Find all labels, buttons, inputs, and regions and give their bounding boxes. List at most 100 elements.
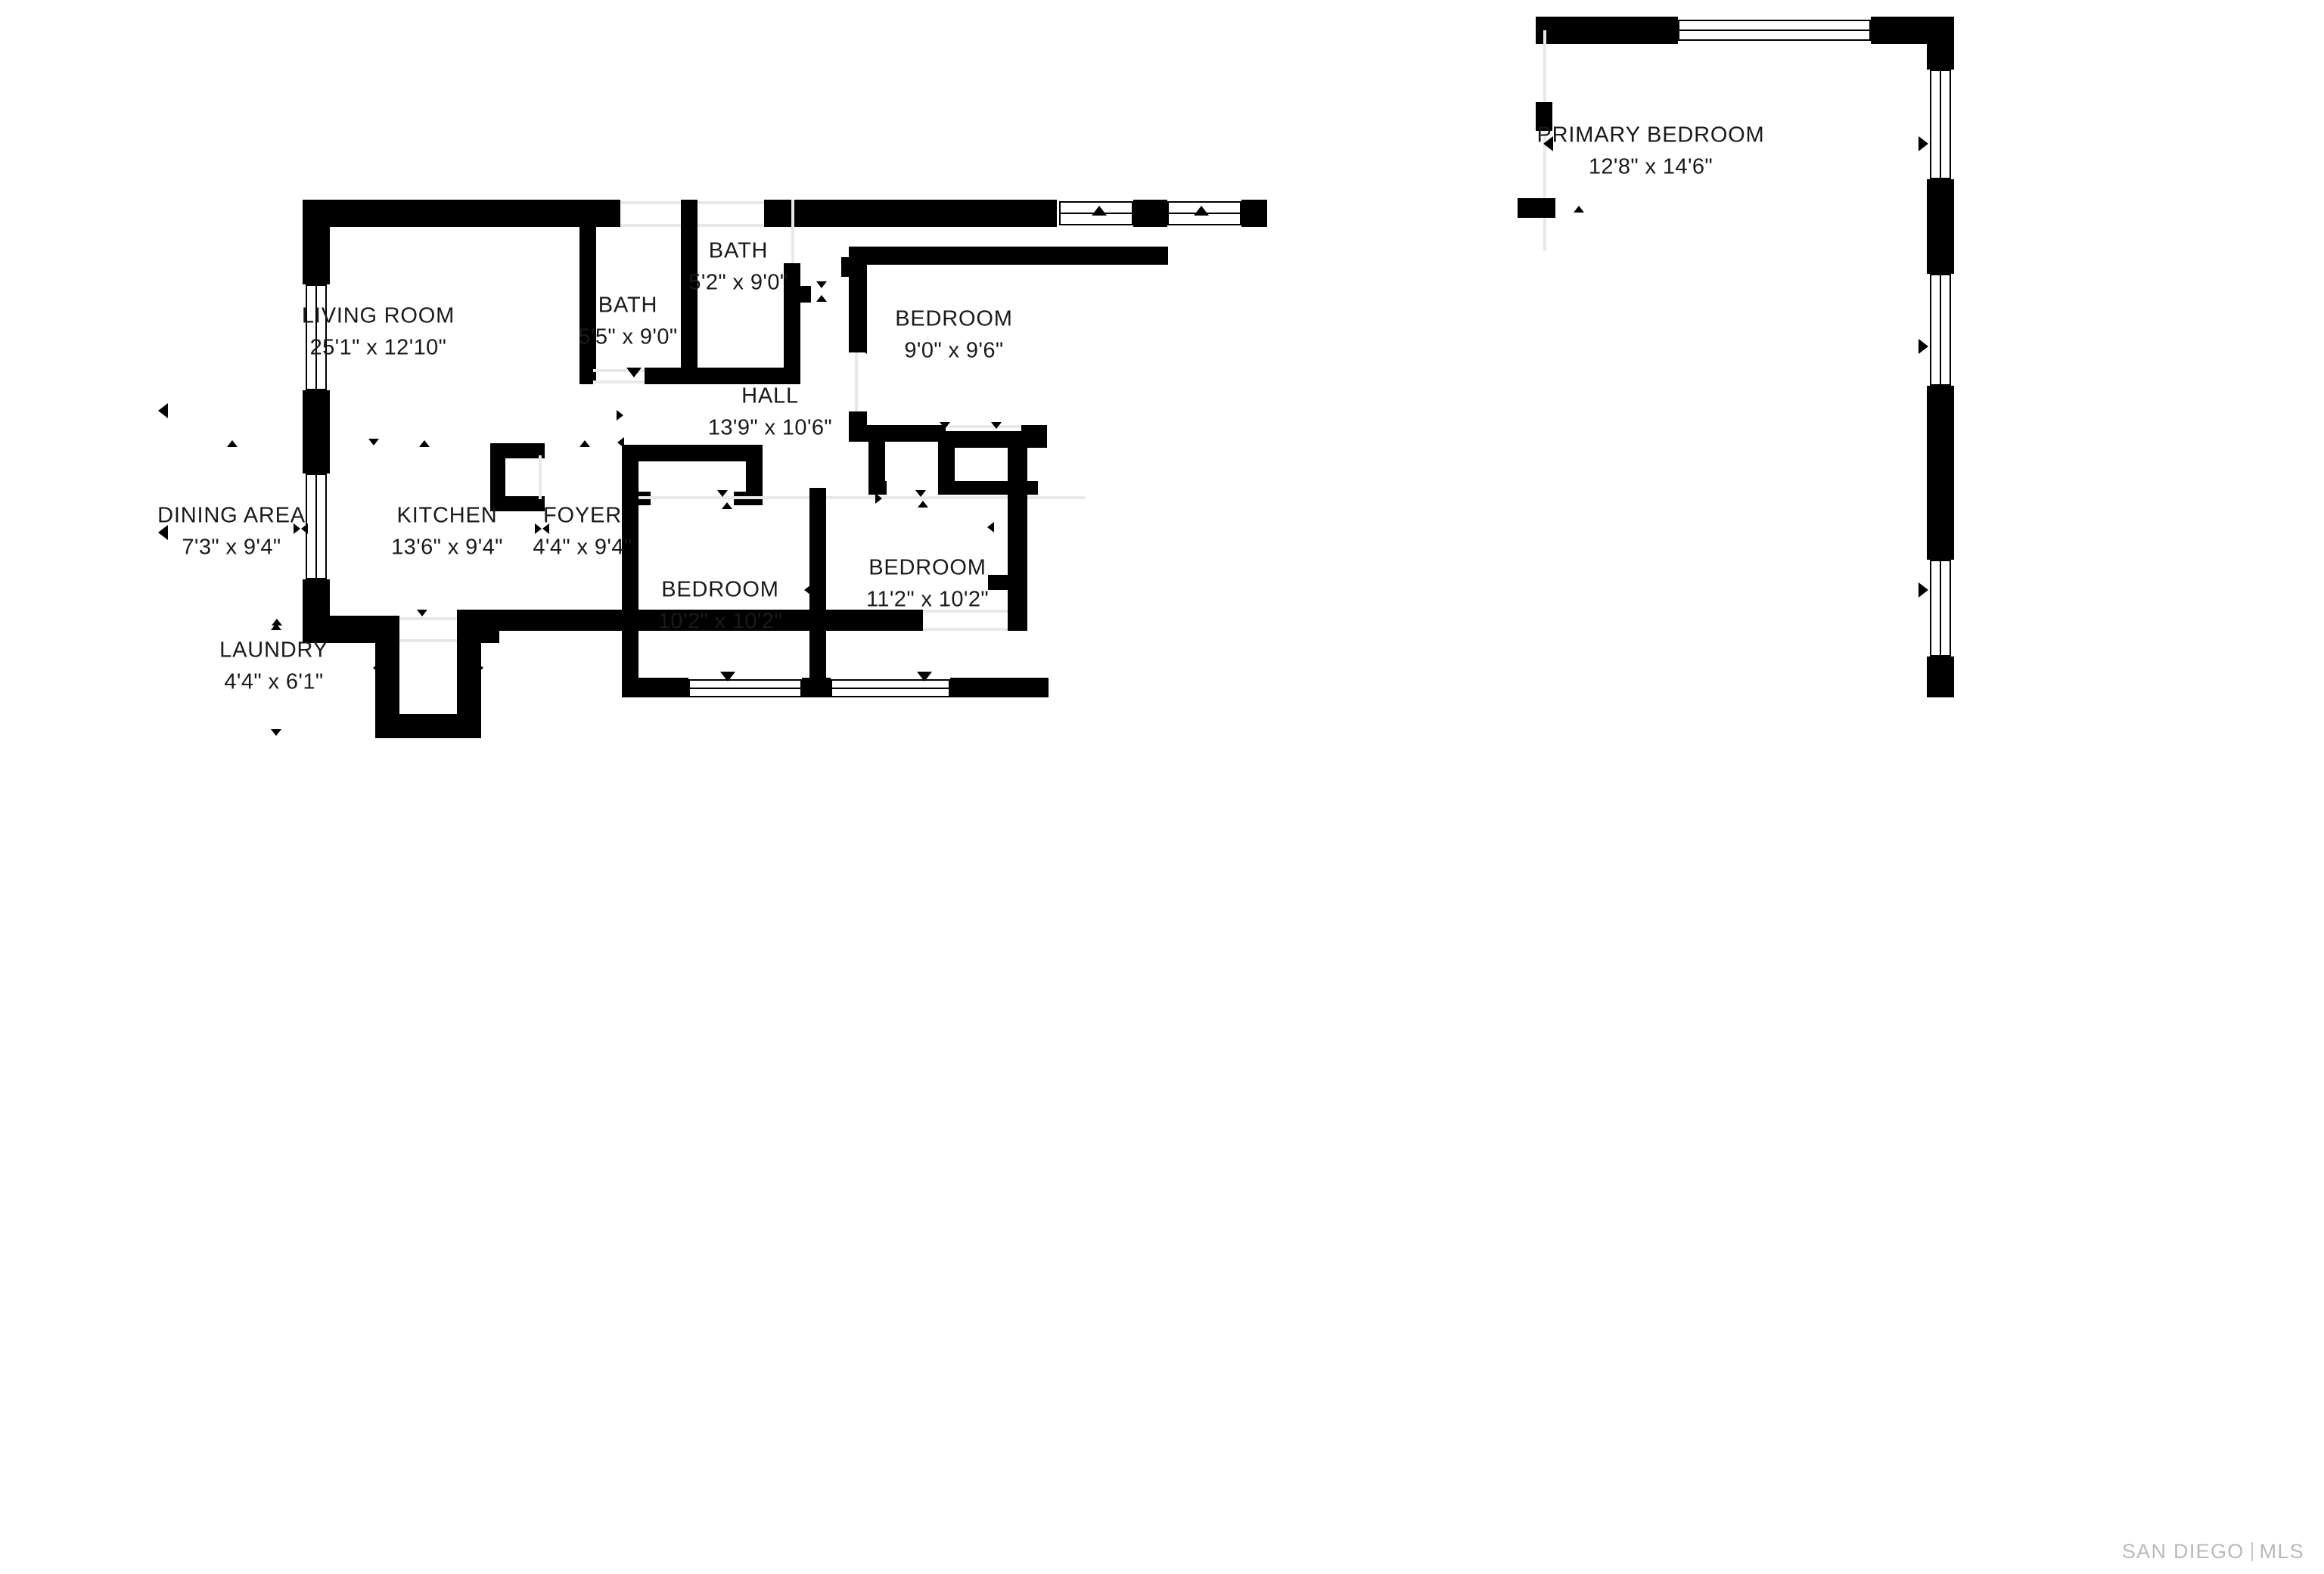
view-direction-right-icon: [294, 523, 300, 534]
opening-line-bedroom-ne-left: [855, 352, 858, 411]
view-direction-left-icon: [804, 582, 814, 598]
view-direction-left-icon: [301, 523, 308, 534]
view-direction-down-icon: [731, 368, 746, 377]
view-direction-down-icon: [626, 368, 642, 377]
window-bedroom-se-bottom: [831, 679, 950, 697]
wall-bedrooms-bottom-c: [950, 678, 1049, 697]
wall-laundry-bottom: [375, 714, 481, 738]
opening-line-primary-left-c: [1543, 216, 1546, 251]
window-bedroom-s-bottom: [688, 679, 802, 697]
opening-line-hall-to-bedroom-s: [638, 496, 809, 499]
wall-bedrooms-bottom-b: [802, 678, 831, 697]
wall-bath-lower-bottom-l: [579, 368, 593, 384]
window-living-left-lower: [306, 473, 327, 579]
wall-bedroom-ne-top: [849, 247, 1168, 265]
view-direction-down-icon: [579, 610, 589, 616]
view-direction-right-icon: [875, 493, 882, 504]
view-direction-up-icon: [1574, 206, 1584, 213]
view-direction-left-icon: [583, 284, 592, 300]
opening-line-primary-left-a: [1543, 30, 1546, 102]
wall-kitchen-closet-jamb-top: [533, 443, 545, 455]
view-direction-left-icon: [987, 522, 994, 532]
wall-right-ext-c: [1927, 657, 1954, 697]
view-direction-right-icon: [1919, 339, 1928, 354]
view-direction-down-icon: [991, 422, 1002, 429]
opening-line-bath-upper-right: [791, 200, 794, 263]
wall-bedroom-ne-left-a: [849, 247, 867, 352]
opening-line-bath-lower-door-b: [593, 380, 646, 383]
wall-bedroom-ne-bottom-l: [849, 425, 946, 442]
view-direction-left-icon: [542, 523, 549, 534]
wall-primary-right-b: [1927, 179, 1954, 251]
wall-hall-closet-right: [746, 445, 763, 505]
wall-primary-right-a: [1927, 17, 1954, 70]
opening-line-front-door-a: [923, 610, 1008, 613]
view-direction-right-icon: [1919, 582, 1928, 598]
view-direction-right-icon: [816, 582, 826, 598]
window-bedroom-se-right: [1930, 560, 1951, 657]
opening-line-laundry-door-b: [375, 639, 457, 642]
view-direction-up-icon: [816, 295, 827, 302]
wall-left-ext-b: [303, 390, 330, 473]
view-direction-up-icon: [227, 440, 238, 447]
view-direction-up-icon: [419, 440, 430, 447]
view-direction-right-icon: [617, 410, 623, 421]
watermark-brand: SAN DIEGO: [2121, 1540, 2245, 1563]
view-direction-left-icon: [857, 339, 867, 354]
window-living-left-upper: [306, 284, 327, 390]
wall-main-top-right: [1241, 200, 1267, 227]
wall-kitchen-closet-jamb-bottom: [533, 499, 545, 511]
opening-line-bedroom-ne-bottom-a: [946, 425, 1021, 428]
window-primary-top: [1678, 20, 1871, 41]
wall-ne-closet-foot-l: [868, 481, 887, 495]
watermark-suffix: MLS: [2259, 1540, 2304, 1563]
window-bath-upper-top: [1167, 201, 1241, 225]
view-direction-down-icon: [271, 729, 281, 736]
view-direction-up-icon: [579, 440, 590, 447]
view-direction-left-icon: [1543, 136, 1553, 151]
view-direction-left-icon: [626, 582, 635, 598]
wall-bedroom-ne-left-jog: [841, 257, 850, 277]
view-direction-up-icon: [1574, 27, 1589, 37]
view-direction-up-icon: [1092, 206, 1107, 216]
view-direction-down-icon: [917, 672, 932, 681]
wall-main-bottom-a: [303, 616, 375, 643]
view-direction-down-icon: [816, 281, 827, 288]
view-direction-right-icon: [1919, 136, 1928, 151]
view-direction-down-icon: [417, 610, 427, 616]
wall-hall-closet-top: [622, 445, 763, 461]
view-direction-up-icon: [918, 501, 928, 508]
window-bedroom-ne-right: [1930, 274, 1951, 386]
opening-line-bath-lower-door-a: [593, 369, 646, 372]
window-primary-right: [1930, 70, 1951, 179]
view-direction-left-icon: [683, 284, 693, 300]
view-direction-up-icon: [272, 619, 282, 626]
wall-main-top-between-baths: [1133, 200, 1167, 227]
opening-line-kitchen-closet-door: [539, 455, 542, 499]
wall-ne-closet-left: [868, 431, 885, 495]
view-direction-up-icon: [1194, 206, 1209, 216]
wall-main-top-left: [303, 200, 620, 227]
wall-right-ext-a: [1927, 251, 1954, 274]
view-direction-left-icon: [617, 437, 624, 448]
view-direction-up-icon: [369, 206, 384, 216]
view-direction-right-icon: [477, 663, 483, 673]
watermark-divider-bar: [2251, 1542, 2253, 1561]
view-direction-left-icon: [373, 663, 380, 673]
opening-line-primary-left-b: [1543, 131, 1546, 206]
wall-main-bottom-c: [499, 610, 923, 631]
wall-primary-left-stub-a: [1536, 102, 1552, 131]
view-direction-up-icon: [940, 256, 950, 262]
view-direction-up-icon: [271, 623, 281, 630]
wall-kitchen-closet-left: [490, 443, 505, 511]
wall-primary-left-corner: [1536, 17, 1563, 30]
wall-left-ext-a: [303, 200, 330, 284]
opening-line-hall-to-bedroom-se: [826, 496, 1085, 499]
wall-top-right-jog: [1518, 200, 1555, 218]
view-direction-up-icon: [722, 502, 732, 509]
wall-right-ext-b: [1927, 386, 1954, 560]
wall-bath-upper-right: [784, 263, 800, 381]
view-direction-left-icon: [158, 403, 168, 418]
